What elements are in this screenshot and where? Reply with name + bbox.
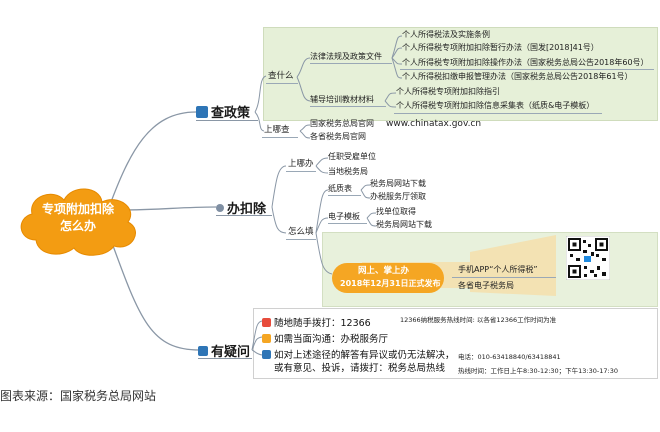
training-item-2: 个人所得税专项附加扣除信息采集表（纸质&电子模板） <box>396 101 595 110</box>
law-item-2: 个人所得税专项附加扣除暂行办法（国发[2018]41号） <box>402 43 599 52</box>
note-hotline-time: 12366纳税服务热线时间: 以各省12366工作时间为准 <box>400 316 557 324</box>
online-item-etax: 各省电子税务局 <box>458 281 514 290</box>
online-badge-line2: 2018年12月31日正式发布 <box>340 279 441 288</box>
law-item-4: 个人所得税扣缴申报管理办法（国家税务总局公告2018年61号） <box>402 72 633 81</box>
star-icon <box>216 203 224 212</box>
node-where-check[interactable]: 上哪查 <box>264 125 290 135</box>
source-caption: 图表来源：国家税务总局网站 <box>0 389 157 403</box>
where-item-2: 各省税务局官网 <box>310 132 366 141</box>
branch-deduct[interactable]: 办扣除 <box>216 198 266 217</box>
deduct-where-item-1: 任职受雇单位 <box>328 152 376 161</box>
question-item-complaint-1: 如对上述途径的解答有异议或仍无法解决， <box>262 347 455 361</box>
branch-question[interactable]: 有疑问 <box>198 341 250 360</box>
question-item-hotline: 随地随手拨打：12366 <box>262 315 371 329</box>
branch-check-label: 查政策 <box>211 106 251 121</box>
node-paper[interactable]: 纸质表 <box>328 184 352 193</box>
electronic-item-2: 税务局网站下载 <box>376 220 432 229</box>
branch-deduct-label: 办扣除 <box>227 202 267 217</box>
node-training[interactable]: 辅导培训教材材料 <box>310 95 374 104</box>
note-hours: 热线时间：工作日上午8:30-12:30；下午13:30-17:30 <box>458 367 618 375</box>
speech-icon <box>198 345 208 356</box>
law-item-3: 个人所得税专项附加扣除操作办法（国家税务总局公告2018年60号） <box>402 58 649 67</box>
people-icon <box>262 334 271 343</box>
question-item-complaint-2: 或有意见、投诉，请拨打：税务总局热线 <box>274 363 446 374</box>
book-icon <box>196 105 208 118</box>
green-panel-check <box>263 27 658 121</box>
branch-question-label: 有疑问 <box>211 345 251 360</box>
law-item-1: 个人所得税法及实施条例 <box>402 30 490 39</box>
online-badge[interactable] <box>332 263 444 293</box>
branch-check-policy[interactable]: 查政策 <box>196 102 250 121</box>
qr-code-icon <box>566 236 610 280</box>
node-laws[interactable]: 法律法规及政策文件 <box>310 52 382 61</box>
chinatax-url[interactable]: www.chinatax.gov.cn <box>386 119 482 129</box>
note-phone: 电话：010-63418840/63418841 <box>458 353 561 361</box>
paper-item-2: 办税服务厅领取 <box>370 192 426 201</box>
question-panel <box>253 308 658 379</box>
deduct-where-item-2: 当地税务局 <box>328 167 368 176</box>
center-cloud <box>20 188 136 256</box>
electronic-item-1: 找单位取得 <box>376 207 416 216</box>
phone-icon <box>262 318 271 327</box>
node-electronic[interactable]: 电子模板 <box>328 212 360 221</box>
center-title-line2: 怎么办 <box>60 219 97 233</box>
question-item-office: 如需当面沟通：办税服务厅 <box>262 331 388 345</box>
where-item-1: 国家税务总局官网 <box>310 119 374 128</box>
paper-item-1: 税务局网站下载 <box>370 179 426 188</box>
online-badge-line1: 网上、掌上办 <box>358 266 410 276</box>
node-what[interactable]: 查什么 <box>268 71 294 81</box>
node-how[interactable]: 怎么填 <box>288 227 314 237</box>
training-item-1: 个人所得税专项附加扣除指引 <box>396 87 500 96</box>
node-where-deduct[interactable]: 上哪办 <box>288 159 314 169</box>
online-item-app: 手机APP“个人所得税” <box>458 265 538 274</box>
center-title-line1: 专项附加扣除 <box>42 202 115 216</box>
complaint-icon <box>262 350 271 359</box>
